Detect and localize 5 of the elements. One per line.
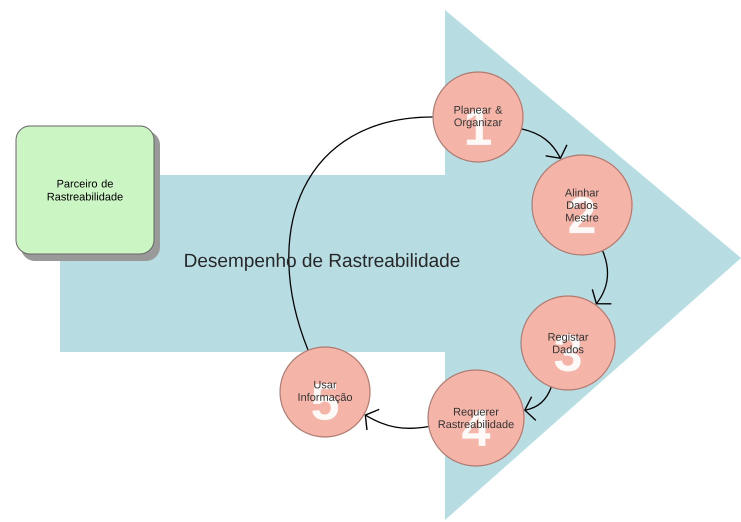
arrow [522,128,568,160]
arrow [524,387,552,421]
partner-box: Parceiro de Rastreabilidade [16,126,160,261]
arrow [364,408,428,430]
arrow [592,250,612,305]
